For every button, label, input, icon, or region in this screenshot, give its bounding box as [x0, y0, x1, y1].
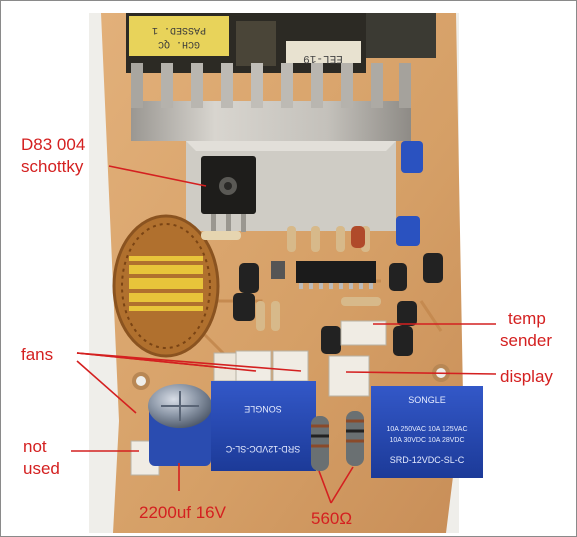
small-capacitor [401, 141, 423, 173]
relay-left-brand: SONGLE [244, 404, 282, 414]
qc-stamp-line1: GCH. QC [158, 38, 200, 49]
ic-chip [296, 261, 376, 289]
power-resistors [311, 411, 364, 471]
relay-right-rating1: 10A 250VAC 10A 125VAC [386, 426, 467, 433]
toroidal-inductor [112, 214, 220, 358]
electrolytic-capacitors [233, 253, 443, 356]
label-schottky-line2: schottky [21, 157, 84, 176]
label-resistor: 560Ω [311, 509, 353, 528]
label-not-used-line2: used [23, 459, 60, 478]
annotation-arrows [71, 165, 497, 504]
label-schottky-line1: D83 004 [21, 135, 86, 154]
small-capacitor [396, 216, 420, 246]
qc-stamp-line2: PASSED. 1 [152, 24, 206, 35]
label-not-used-line1: not [23, 437, 47, 456]
label-temp-line2: sender [500, 331, 552, 350]
relay-left-model: SRD-12VDC-SL-C [225, 444, 300, 454]
label-display: display [500, 367, 553, 386]
relay-right-rating2: 10A 30VDC 10A 28VDC [389, 437, 464, 444]
arrow-display [345, 371, 497, 375]
resistors [201, 226, 381, 331]
relay-right-model: SRD-12VDC-SL-C [390, 455, 465, 465]
schottky-diode [201, 156, 256, 232]
transformer-text: EEL-19 [303, 52, 343, 64]
arrow-resistor-1 [318, 470, 332, 504]
arrow-fan-4 [76, 360, 137, 414]
relay-right-brand: SONGLE [408, 395, 446, 405]
arrow-resistor-2 [330, 466, 354, 504]
transformer-label [286, 41, 361, 63]
large-capacitor [148, 384, 212, 466]
label-capacitor: 2200uf 16V [139, 503, 226, 522]
arrow-schottky [108, 165, 207, 187]
qc-sticker [129, 16, 229, 56]
relay-right: SONGLE 10A 250VAC 10A 125VAC 10A 30VDC 1… [371, 386, 483, 478]
arrow-fan-3 [76, 352, 302, 372]
label-fans: fans [21, 345, 54, 364]
relay-left: SRD-12VDC-SL-C SONGLE [211, 381, 316, 471]
label-temp-line1: temp [508, 309, 546, 328]
